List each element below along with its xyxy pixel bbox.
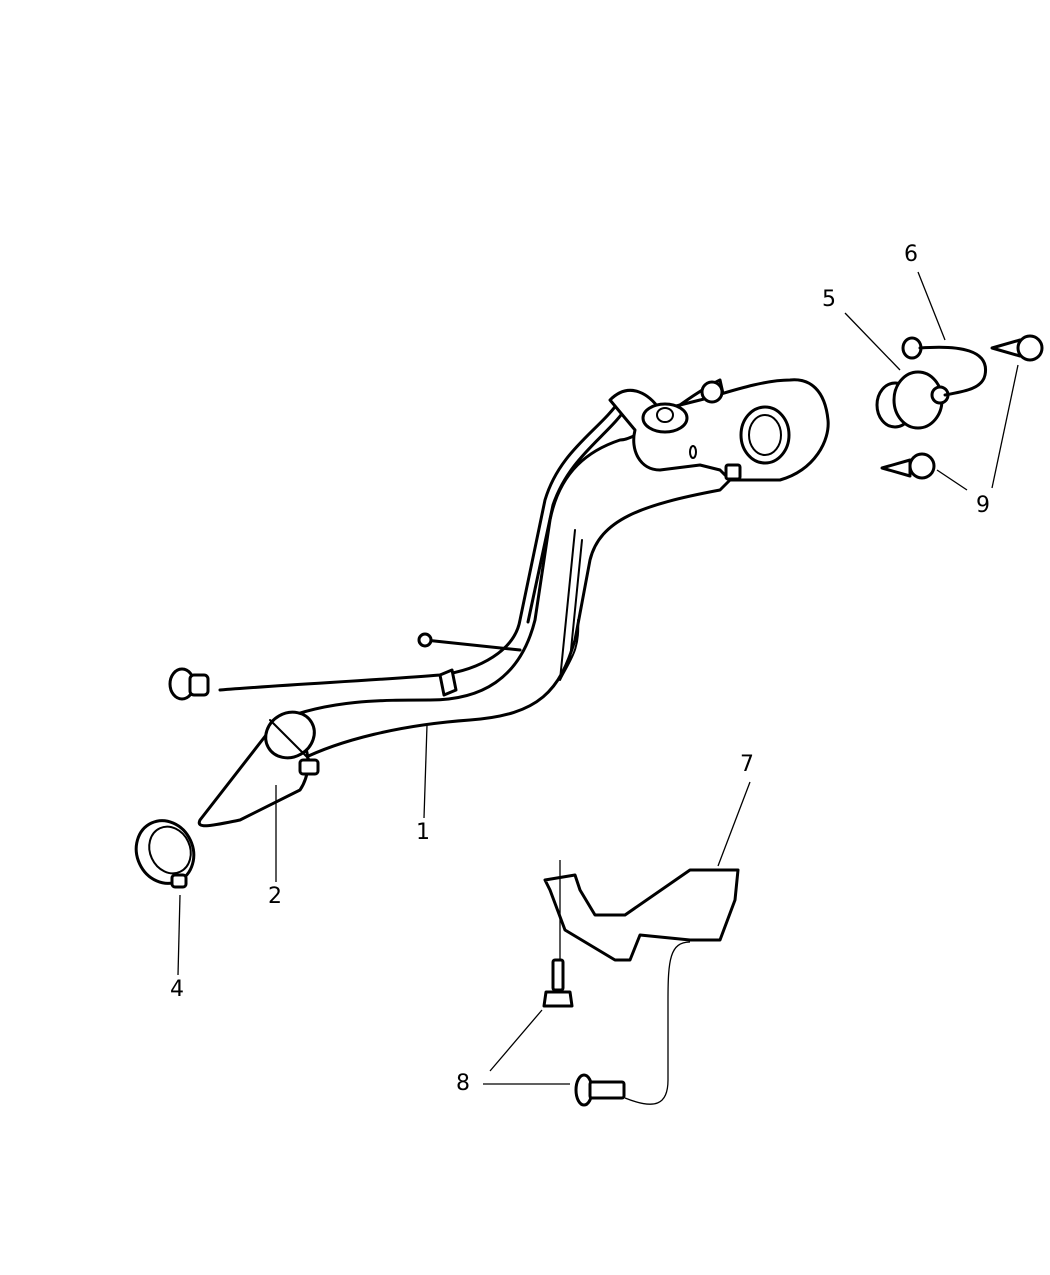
callout-2: 2 <box>268 884 282 909</box>
hose-part <box>197 710 320 828</box>
bracket-part <box>543 860 740 1105</box>
bolt-part <box>542 958 626 1107</box>
callout-6: 6 <box>904 242 918 267</box>
screw-part <box>880 334 1044 480</box>
fuel-cap-part <box>875 370 950 430</box>
callout-9: 9 <box>976 493 990 518</box>
callout-5: 5 <box>822 287 836 312</box>
hose-clamp-part <box>134 819 196 889</box>
callout-4: 4 <box>170 977 184 1002</box>
callout-7: 7 <box>740 752 754 777</box>
callout-8: 8 <box>456 1071 470 1096</box>
leader-lines <box>177 271 1019 1085</box>
callout-1: 1 <box>416 820 430 845</box>
filler-tube-part <box>168 378 830 762</box>
cap-tether-part <box>901 336 987 397</box>
